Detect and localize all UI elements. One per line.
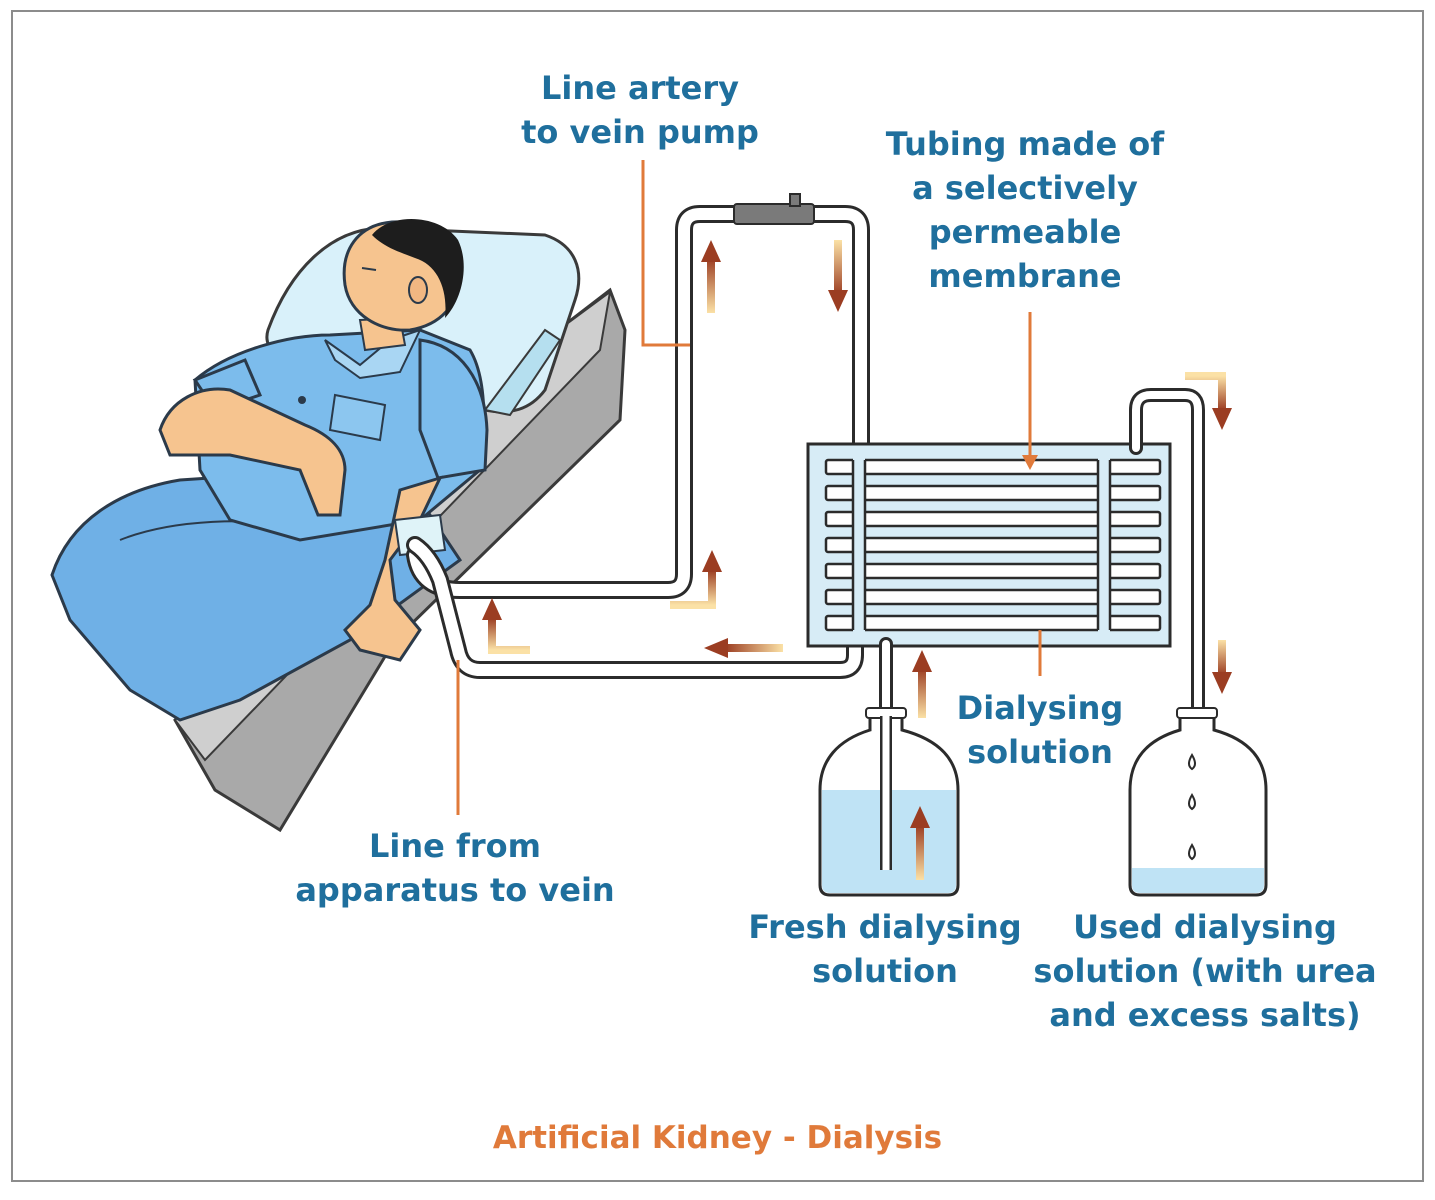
- flow-arrow-up: [701, 240, 721, 313]
- patient: [50, 219, 489, 722]
- label-tubing: Tubing made of a selectively permeable m…: [885, 125, 1165, 295]
- flow-arrow-up: [910, 806, 930, 880]
- label-used-solution: Used dialysing solution (with urea and e…: [1033, 908, 1377, 1034]
- label-dialysing-solution: Dialysing solution: [956, 689, 1124, 771]
- flow-arrows: [482, 240, 1232, 880]
- tubing-pointer-head: [1022, 455, 1038, 470]
- flow-arrow-down: [1185, 372, 1232, 430]
- label-vein-line: Line from apparatus to vein: [295, 827, 615, 909]
- label-pump-line: Line artery to vein pump: [521, 69, 759, 151]
- flow-arrow-up: [912, 650, 932, 718]
- dialyser: [806, 442, 1172, 648]
- flow-arrow-down: [1212, 640, 1232, 694]
- flow-arrow-down: [828, 240, 848, 312]
- flow-arrow-up: [670, 550, 722, 609]
- leader-pump-line: [641, 160, 690, 347]
- flow-arrow-left: [704, 638, 783, 658]
- used-solution-bottle: [1128, 707, 1268, 897]
- blood-tubing: [406, 205, 870, 679]
- label-fresh-solution: Fresh dialysing solution: [748, 908, 1022, 990]
- leader-lines: [456, 160, 1042, 815]
- flow-arrow-up: [482, 598, 530, 654]
- pump: [733, 193, 815, 225]
- diagram-caption: Artificial Kidney - Dialysis: [492, 1120, 943, 1156]
